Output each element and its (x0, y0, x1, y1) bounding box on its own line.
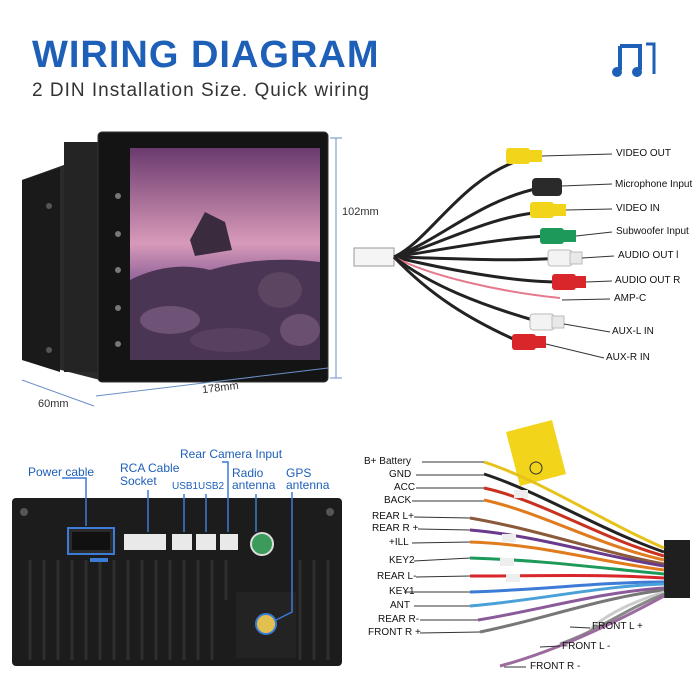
harness-label: FRONT R + (368, 627, 421, 638)
harness-label: REAR R + (372, 523, 419, 534)
rca-cable-label: RCA Cable (120, 461, 180, 475)
harness-label: B+ Battery (364, 456, 411, 467)
rear-camera-label: Rear Camera Input (180, 447, 283, 461)
harness-label: REAR R- (378, 614, 420, 625)
page-subtitle: 2 DIN Installation Size. Quick wiring (32, 80, 370, 101)
harness-label: REAR L- (377, 571, 417, 582)
harness-label: BACK (384, 495, 412, 506)
front-label: FRONT L - (562, 641, 611, 652)
harness-label: KEY2 (389, 555, 415, 566)
rca-label: AMP-C (614, 293, 647, 304)
gps-antenna-label: antenna (286, 478, 330, 492)
usb2-label: USB2 (198, 481, 225, 492)
harness-label: GND (389, 469, 412, 480)
front-label: FRONT R - (530, 661, 581, 672)
rca-label: AUX-L IN (612, 326, 654, 337)
rca-label: AUDIO OUT l (618, 250, 679, 261)
music-note-icon (612, 40, 658, 80)
harness-label: +ILL (389, 537, 409, 548)
harness-label: KEY1 (389, 586, 415, 597)
rca-label: AUX-R IN (606, 352, 650, 363)
rca-label: AUDIO OUT R (615, 275, 681, 286)
page-title: WIRING DIAGRAM (32, 34, 380, 76)
harness-label: ANT (390, 600, 410, 611)
rca-socket-label: Socket (120, 474, 157, 488)
harness-label: REAR L+ (372, 511, 414, 522)
gps-antenna-label: GPS (286, 466, 312, 480)
harness-label: ACC (394, 482, 416, 493)
power-cable-label: Power cable (28, 465, 95, 479)
usb1-label: USB1 (172, 481, 199, 492)
radio-antenna-label: Radio (232, 466, 264, 480)
rca-label: VIDEO OUT (616, 148, 672, 159)
front-label: FRONT L + (592, 621, 643, 632)
rca-label: VIDEO IN (616, 203, 660, 214)
depth-dimension: 60mm (38, 398, 69, 410)
radio-antenna-label: antenna (232, 478, 276, 492)
height-dimension: 102mm (342, 206, 379, 218)
rca-label: Subwoofer Input (616, 226, 689, 237)
rca-label: Microphone Input (615, 179, 693, 190)
